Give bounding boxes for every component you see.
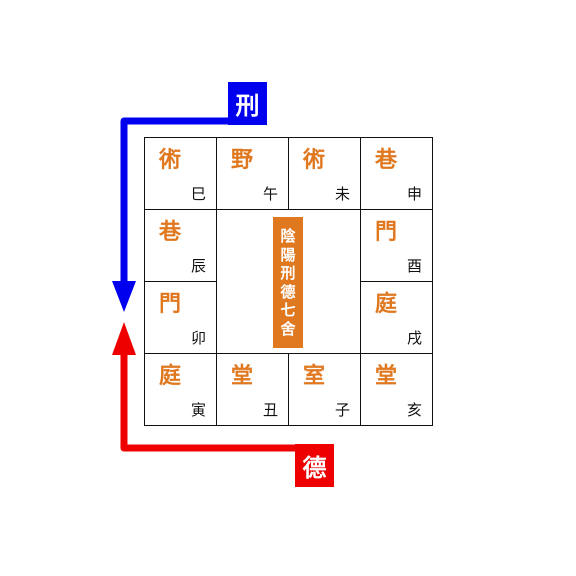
cell-hai: 堂 亥 bbox=[360, 353, 432, 425]
cell-chou-branch: 丑 bbox=[262, 401, 278, 419]
cell-mao: 門 卯 bbox=[144, 281, 216, 353]
grid-vline bbox=[216, 137, 217, 426]
cell-xu-label: 庭 bbox=[375, 291, 398, 317]
cell-chen-branch: 辰 bbox=[190, 257, 206, 275]
grid-hline bbox=[144, 281, 217, 282]
grid-vline bbox=[288, 137, 289, 210]
center-char: 陽 bbox=[280, 245, 296, 264]
xing-badge: 刑 bbox=[228, 82, 267, 125]
cell-you-branch: 酉 bbox=[406, 257, 422, 275]
cell-yin: 庭 寅 bbox=[144, 353, 216, 425]
cell-si: 術 巳 bbox=[144, 137, 216, 209]
cell-shen-branch: 申 bbox=[406, 185, 422, 203]
cell-wu: 野 午 bbox=[216, 137, 288, 209]
cell-hai-label: 堂 bbox=[375, 363, 398, 389]
cell-zi-branch: 子 bbox=[334, 401, 350, 419]
center-char: 七 bbox=[280, 301, 296, 319]
center-char: 陰 bbox=[280, 227, 296, 245]
cell-chen-label: 巷 bbox=[159, 219, 182, 245]
cell-mao-label: 門 bbox=[159, 291, 182, 317]
cell-yin-branch: 寅 bbox=[190, 401, 206, 419]
cell-zi: 室 子 bbox=[288, 353, 360, 425]
grid-vline bbox=[288, 353, 289, 426]
cell-xu: 庭 戌 bbox=[360, 281, 432, 353]
cell-chen: 巷 辰 bbox=[144, 209, 216, 281]
cell-si-label: 術 bbox=[159, 147, 182, 173]
center-char: 舍 bbox=[280, 319, 296, 338]
cell-wei-branch: 未 bbox=[334, 185, 350, 203]
grid-vline bbox=[360, 137, 361, 426]
cell-shen-label: 巷 bbox=[375, 147, 398, 173]
grid-hline bbox=[360, 281, 433, 282]
cell-shen: 巷 申 bbox=[360, 137, 432, 209]
center-char: 刑 bbox=[280, 264, 296, 282]
xing-arrowhead bbox=[112, 281, 136, 312]
cell-mao-branch: 卯 bbox=[190, 329, 206, 347]
cell-wei-label: 術 bbox=[303, 147, 326, 173]
cell-zi-label: 室 bbox=[303, 363, 326, 389]
cell-you-label: 門 bbox=[375, 219, 398, 245]
cell-hai-branch: 亥 bbox=[406, 401, 422, 419]
cell-yin-label: 庭 bbox=[159, 363, 182, 389]
center-label: 陰 陽 刑 德 七 舍 bbox=[273, 217, 303, 348]
cell-wei: 術 未 bbox=[288, 137, 360, 209]
xing-arrow-line bbox=[120, 117, 230, 282]
cell-you: 門 酉 bbox=[360, 209, 432, 281]
cell-wu-branch: 午 bbox=[262, 185, 278, 203]
de-arrow-line bbox=[120, 354, 296, 452]
cell-xu-branch: 戌 bbox=[406, 329, 422, 347]
de-badge: 德 bbox=[295, 444, 334, 487]
cell-chou-label: 堂 bbox=[231, 363, 254, 389]
cell-si-branch: 巳 bbox=[190, 185, 206, 203]
cell-chou: 堂 丑 bbox=[216, 353, 288, 425]
cell-wu-label: 野 bbox=[231, 147, 254, 173]
center-char: 德 bbox=[280, 282, 296, 301]
de-arrowhead bbox=[112, 322, 136, 355]
